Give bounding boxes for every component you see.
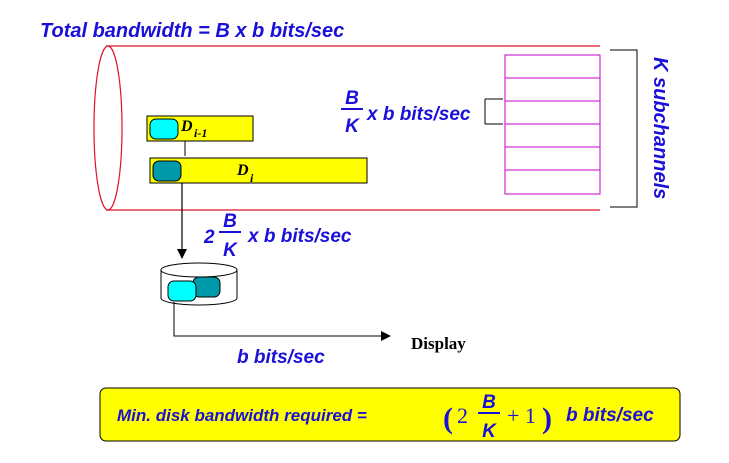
formula-box: Min. disk bandwidth required = ( 2 B K +…	[99, 387, 681, 442]
block-d-cur-base: D	[236, 162, 249, 179]
formula-open-paren: (	[443, 402, 453, 435]
block-d-prev-base: D	[180, 118, 193, 135]
formula-plus-one: + 1	[507, 403, 536, 428]
formula-denominator: K	[482, 421, 497, 442]
formula-rest: b bits/sec	[566, 405, 654, 426]
display-rate-label: b bits/sec	[237, 347, 325, 368]
formula-close-paren: )	[542, 402, 552, 435]
subchannels-bracket	[610, 49, 638, 208]
block-d-cur: D i	[149, 157, 368, 185]
subchannel-stack	[504, 54, 601, 195]
cyan-chunk	[167, 280, 197, 302]
disk-rate-text: x b bits/sec	[247, 226, 352, 247]
channel-rate-text: x b bits/sec	[366, 104, 471, 125]
block-d-prev: D i-1	[146, 115, 254, 142]
arrow-disk-to-display	[173, 302, 391, 341]
broadcast-cylinder	[93, 45, 600, 211]
disk-rate-label: 2 B K x b bits/sec	[203, 211, 352, 261]
channel-rate-numerator: B	[345, 88, 359, 109]
disk-buffer	[160, 262, 238, 306]
display-label: Display	[411, 334, 466, 353]
formula-lead: Min. disk bandwidth required =	[117, 406, 367, 425]
channel-rate-bracket	[484, 98, 503, 125]
cyan-chunk	[149, 118, 179, 140]
formula-coef: 2	[457, 403, 468, 428]
block-d-prev-subscript: i-1	[194, 126, 207, 140]
channel-rate-label: B K x b bits/sec	[341, 88, 471, 137]
disk-rate-denominator: K	[223, 240, 238, 261]
block-d-cur-subscript: i	[250, 171, 254, 185]
channel-rate-denominator: K	[345, 116, 360, 137]
teal-chunk	[192, 276, 221, 298]
disk-rate-numerator: B	[223, 211, 237, 232]
total-bandwidth-label: Total bandwidth = B x b bits/sec	[40, 20, 344, 42]
subchannels-label: K subchannels	[649, 57, 671, 199]
disk-rate-coef: 2	[203, 227, 215, 248]
teal-chunk	[152, 160, 182, 182]
formula-numerator: B	[482, 392, 496, 413]
